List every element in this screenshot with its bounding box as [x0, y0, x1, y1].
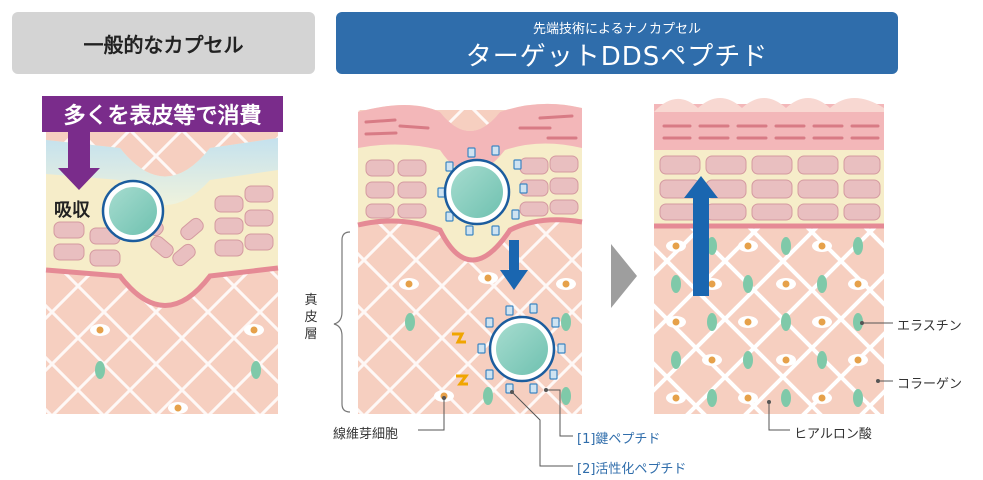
collagen-label: コラーゲン: [897, 377, 963, 392]
target-dds-title: ターゲットDDSペプチド: [465, 42, 769, 72]
target-dds-subtitle: 先端技術によるナノカプセル: [533, 22, 701, 37]
nano-capsule-top: [437, 145, 528, 236]
elastin-label: エラスチン: [897, 319, 962, 334]
dermis-cells-right: [666, 237, 868, 407]
activation-peptide-label: [2]活性化ペプチド: [577, 462, 687, 477]
key-peptide-label: [1]鍵ペプチド: [577, 432, 661, 447]
next-stage-arrow: [611, 244, 637, 308]
dermis-brace: [333, 231, 351, 413]
dermis-label: 真皮層: [303, 292, 319, 343]
fibroblast-label: 線維芽細胞: [333, 427, 399, 442]
target-dds-header: 先端技術によるナノカプセル ターゲットDDSペプチド: [336, 12, 898, 74]
dermis-label-text: 真皮層: [304, 293, 318, 342]
hyaluronic-acid-label: ヒアルロン酸: [794, 427, 872, 442]
fibroblast-leader: [418, 398, 445, 431]
general-capsule-title: 一般的なカプセル: [83, 32, 244, 57]
nano-capsule-bottom: [477, 303, 566, 394]
absorb-label: 吸収: [54, 200, 90, 221]
left-skin-panel: [45, 132, 279, 414]
activation-peptide-leader: [511, 391, 573, 467]
middle-skin-panel: [357, 103, 583, 414]
hyaluronic-leader: [768, 402, 790, 431]
key-peptide-leader: [546, 389, 573, 437]
consume-banner: 多くを表皮等で消費: [42, 96, 283, 132]
right-skin-panel: [654, 98, 884, 414]
general-capsule-header: 一般的なカプセル: [12, 12, 315, 74]
